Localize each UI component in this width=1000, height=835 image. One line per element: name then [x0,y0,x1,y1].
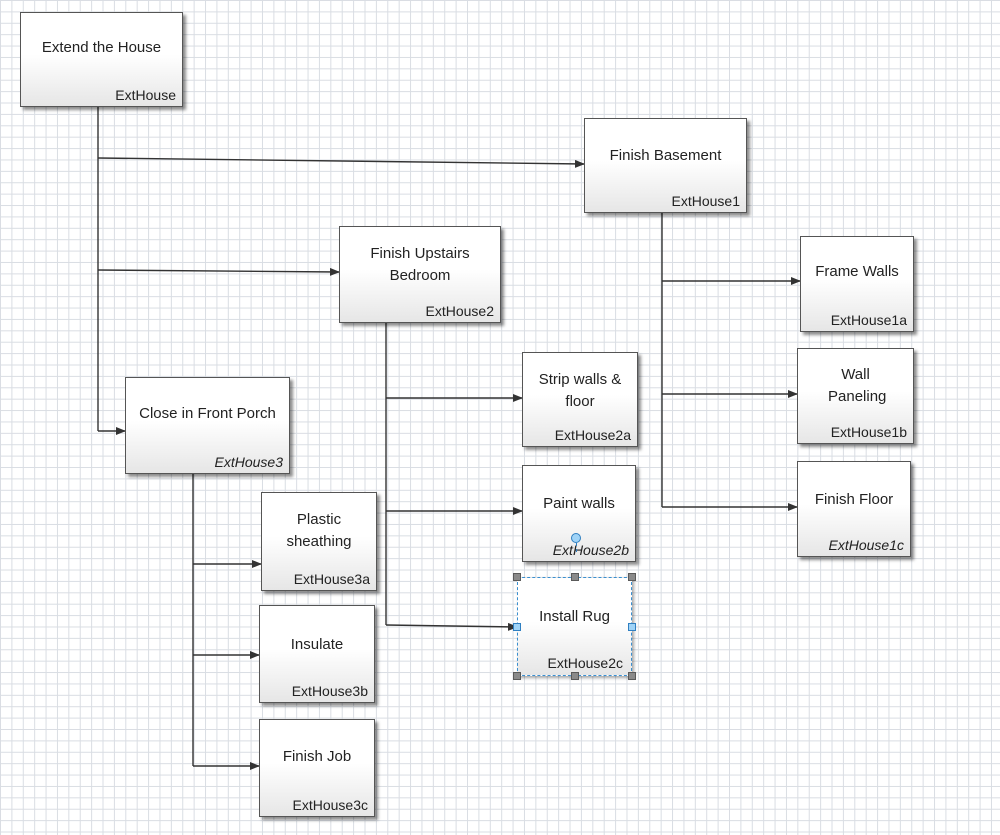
node-title: Paint walls [543,495,615,512]
connector-exthouse2-to-exthouse2c [385,622,518,631]
node-code: ExtHouse3c [292,797,368,813]
node-code: ExtHouse3b [291,683,368,699]
node-close-in-front-porch[interactable]: Close in Front Porch ExtHouse3 [125,377,290,474]
connection-handle-right[interactable] [628,623,636,631]
node-title: Insulate [290,636,344,653]
node-title: Close in Front Porch [139,405,276,422]
node-finish-upstairs-bedroom[interactable]: Finish Upstairs Bedroom ExtHouse2 [339,226,501,323]
node-code: ExtHouse2b [552,542,629,558]
connector-exthouse-to-exthouse2 [97,267,340,276]
node-code: ExtHouse1b [830,424,907,440]
node-finish-job[interactable]: Finish Job ExtHouse3c [259,719,375,817]
rotation-handle[interactable] [571,533,581,543]
node-code: ExtHouse1c [828,537,904,553]
connection-handle-left[interactable] [513,623,521,631]
node-plastic-sheathing[interactable]: Plastic sheathing ExtHouse3a [261,492,377,591]
node-finish-basement[interactable]: Finish Basement ExtHouse1 [584,118,747,213]
node-title: Finish Upstairs Bedroom [370,245,470,284]
resize-handle-top-center[interactable] [571,573,579,581]
node-code: ExtHouse1a [830,312,907,328]
node-finish-floor[interactable]: Finish Floor ExtHouse1c [797,461,911,557]
node-title: Finish Job [282,748,352,765]
node-code: ExtHouse2 [425,303,494,319]
node-title: Install Rug [539,608,610,625]
node-wall-paneling[interactable]: Wall Paneling ExtHouse1b [797,348,914,444]
node-extend-the-house[interactable]: Extend the House ExtHouse [20,12,183,107]
resize-handle-bottom-left[interactable] [513,672,521,680]
node-title: Plastic sheathing [286,511,352,550]
node-paint-walls[interactable]: Paint walls ExtHouse2b [522,465,636,562]
connector-exthouse-to-exthouse1 [97,157,585,168]
node-title: Extend the House [41,39,162,56]
node-title: Finish Basement [609,147,722,164]
resize-handle-top-right[interactable] [628,573,636,581]
node-strip-walls-floor[interactable]: Strip walls & floor ExtHouse2a [522,352,638,447]
node-code: ExtHouse3 [214,454,283,470]
node-title: Frame Walls [815,263,899,280]
node-code: ExtHouse [115,87,176,103]
rotation-stem [576,543,577,552]
node-install-rug[interactable]: Install Rug ExtHouse2c [517,577,632,676]
node-title: Wall Paneling [828,366,887,405]
node-code: ExtHouse1 [671,193,740,209]
node-insulate[interactable]: Insulate ExtHouse3b [259,605,375,703]
resize-handle-bottom-right[interactable] [628,672,636,680]
resize-handle-bottom-center[interactable] [571,672,579,680]
node-code: ExtHouse3a [293,571,370,587]
node-frame-walls[interactable]: Frame Walls ExtHouse1a [800,236,914,332]
node-code: ExtHouse2c [547,655,623,671]
node-title: Finish Floor [814,491,894,508]
node-title: Strip walls & floor [538,371,622,410]
resize-handle-top-left[interactable] [513,573,521,581]
node-code: ExtHouse2a [554,427,631,443]
